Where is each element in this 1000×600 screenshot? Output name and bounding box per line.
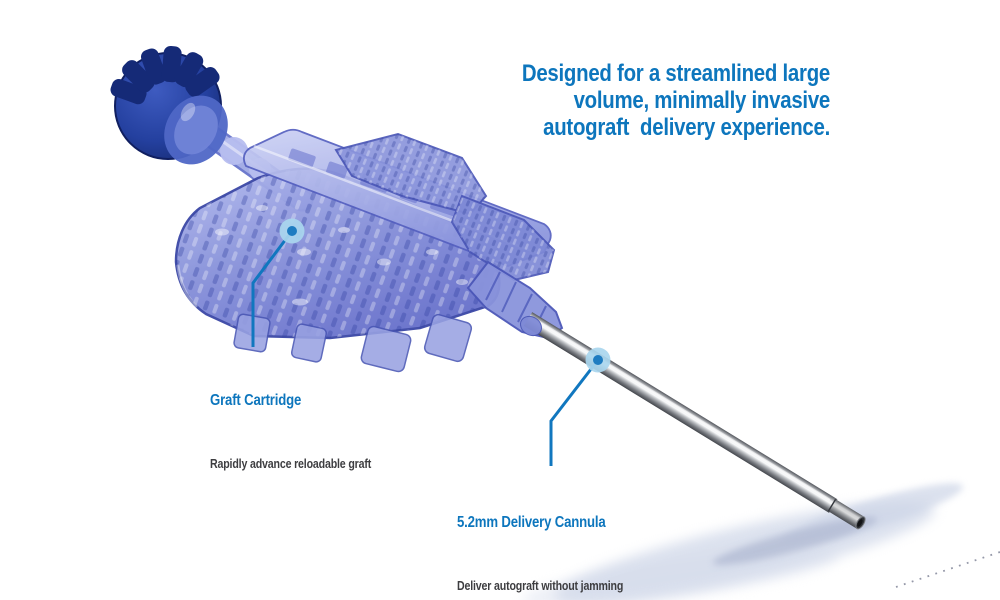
- callout-title: 5.2mm Delivery Cannula: [457, 514, 606, 531]
- cannula-collar: [520, 315, 542, 337]
- headline: Designed for a streamlined large volume,…: [473, 60, 830, 141]
- callout-cannula-line: [549, 347, 611, 466]
- molding-highlights: [215, 205, 468, 306]
- knurled-knob: [110, 46, 228, 165]
- callout-dot-marker: [585, 347, 611, 373]
- callout-label-graft-cartridge: Graft Cartridge Rapidly advance reloadab…: [210, 356, 371, 507]
- callout-subtitle: Deliver autograft without jamming: [457, 579, 624, 593]
- callout-dot-marker: [279, 218, 305, 244]
- dotted-perspective-line: [895, 551, 1000, 588]
- headline-line: Designed for a streamlined large: [521, 60, 830, 87]
- callout-subtitle: Rapidly advance reloadable graft: [210, 457, 372, 471]
- headline-line: volume, minimally invasive: [573, 87, 831, 114]
- callout-title: Graft Cartridge: [210, 392, 302, 409]
- callout-label-delivery-cannula: 5.2mm Delivery Cannula Deliver autograft…: [457, 478, 623, 600]
- headline-line: autograft delivery experience.: [543, 114, 830, 141]
- upper-ribbed-block: [334, 132, 556, 282]
- delivery-device: [110, 46, 564, 373]
- floor-shadow: [521, 483, 963, 600]
- callout-graft-cartridge-line: [251, 218, 305, 347]
